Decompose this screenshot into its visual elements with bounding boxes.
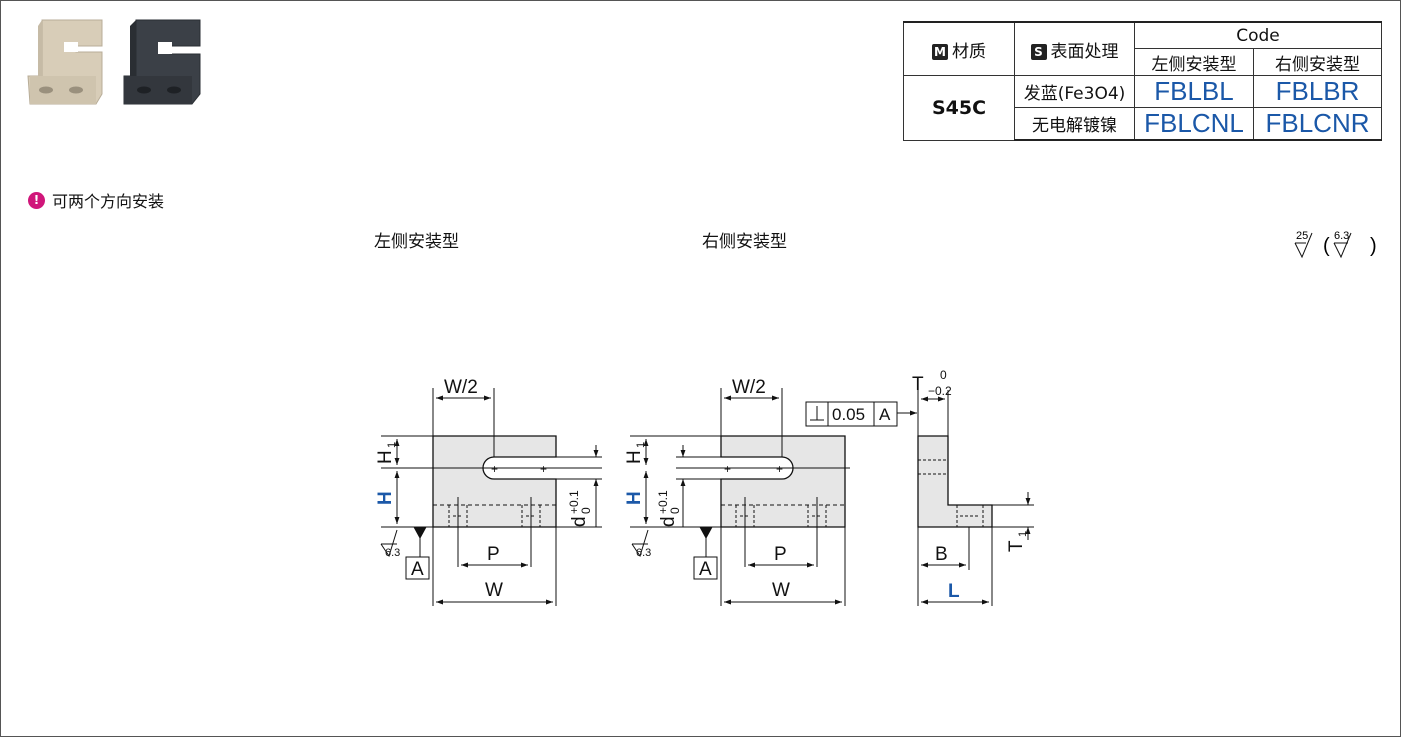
side-dim-t1: T	[1006, 540, 1027, 552]
roughness-other-value: 6.3	[1334, 230, 1349, 242]
left-dim-d: d	[569, 516, 590, 527]
product-photo-black	[123, 19, 201, 105]
side-dim-l: L	[948, 581, 960, 602]
install-note: ! 可两个方向安装	[28, 188, 164, 212]
surface-roughness-symbol: 25 ( 6.3 )	[1294, 230, 1377, 259]
alert-icon: !	[28, 191, 45, 209]
svg-text:+: +	[776, 462, 783, 476]
product-photos	[27, 19, 201, 105]
perp-tolerance: 0.05	[832, 405, 865, 424]
svg-text:): )	[1370, 235, 1377, 257]
left-view-title: 左侧安装型	[374, 232, 459, 252]
right-dim-d: d	[658, 516, 679, 527]
svg-text:+: +	[540, 462, 547, 476]
perp-datum: A	[879, 405, 891, 424]
code-right-1: FBLBR	[1253, 75, 1382, 108]
svg-text:1: 1	[386, 442, 398, 448]
surface-row-2: 无电解镀镍	[1014, 107, 1135, 141]
right-dim-p: P	[774, 544, 787, 565]
svg-text:+: +	[491, 462, 498, 476]
code-left-1: FBLBL	[1134, 75, 1254, 108]
left-view-drawing: + + W/2 H 1 H d +0.1 0 P W	[375, 377, 602, 606]
right-view-drawing: + + W/2 H 1 H d +0.1 0 P W	[624, 377, 850, 606]
right-dim-h1: H	[624, 450, 645, 464]
perpendicularity-icon	[810, 406, 824, 421]
svg-text:−0.2: −0.2	[928, 384, 952, 398]
left-dim-p: P	[487, 544, 500, 565]
svg-text:6.3: 6.3	[385, 547, 400, 559]
svg-text:0: 0	[579, 507, 593, 514]
surface-row-1: 发蓝(Fe3O4)	[1014, 75, 1135, 108]
svg-text:(: (	[1323, 235, 1330, 257]
svg-text:1: 1	[635, 442, 647, 448]
surface-icon: S	[1030, 43, 1047, 60]
left-dim-w-half: W/2	[444, 377, 478, 398]
side-dim-b: B	[935, 544, 948, 565]
right-type-header: 右侧安装型	[1253, 48, 1382, 76]
roughness-main-value: 25	[1296, 230, 1308, 242]
right-datum-a: A	[699, 559, 712, 580]
left-datum-a: A	[411, 559, 424, 580]
material-icon: M	[932, 43, 948, 60]
right-dim-w-half: W/2	[732, 377, 766, 398]
code-right-2: FBLCNR	[1253, 107, 1382, 141]
svg-text:6.3: 6.3	[636, 547, 651, 559]
svg-text:0: 0	[668, 507, 682, 514]
left-dim-h: H	[375, 491, 396, 505]
code-left-2: FBLCNL	[1134, 107, 1254, 141]
install-note-text: 可两个方向安装	[52, 192, 165, 211]
side-dim-t: T	[912, 374, 924, 395]
svg-text:+: +	[724, 462, 731, 476]
side-view-drawing: 0.05 A T 0 −0.2 T 1 B	[805, 368, 1034, 606]
product-photo-bright	[27, 19, 103, 105]
left-dim-h1: H	[375, 450, 396, 464]
right-dim-w: W	[772, 580, 790, 601]
material-value: S45C	[903, 75, 1015, 141]
left-dim-w: W	[485, 580, 503, 601]
svg-text:0: 0	[940, 368, 947, 382]
svg-text:+0.1: +0.1	[567, 490, 581, 514]
right-view-title: 右侧安装型	[702, 232, 787, 252]
svg-text:1: 1	[1017, 531, 1029, 537]
right-dim-h: H	[624, 491, 645, 505]
svg-text:+0.1: +0.1	[656, 490, 670, 514]
